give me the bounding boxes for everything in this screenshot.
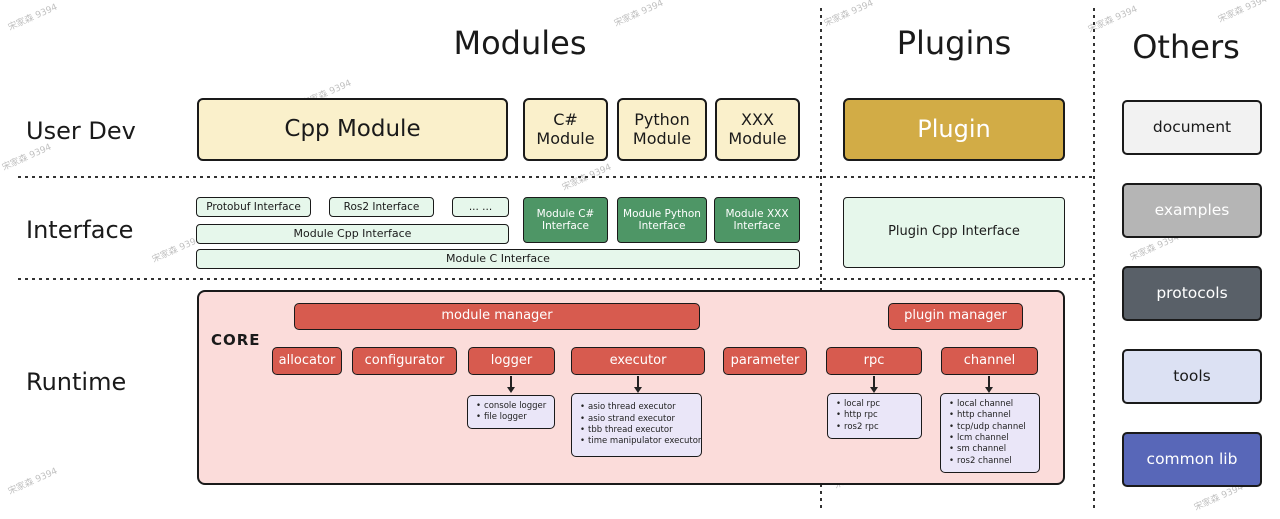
xxx-module-box: XXX Module [715,98,800,161]
executor-impl-list-box: asio thread executor asio strand executo… [571,393,702,457]
others-box-protocols: protocols [1122,266,1262,321]
divider-userdev-interface [18,176,1093,178]
module-c-interface-box: Module C Interface [196,249,800,269]
runtime-component-allocator: allocator [272,347,342,375]
watermark-text: 宋家森 9394 [6,466,60,498]
row-label-interface: Interface [26,216,134,244]
list-item: file logger [476,412,546,423]
list-item: ros2 channel [949,456,1026,467]
column-title-others: Others [1132,28,1240,66]
runtime-component-parameter: parameter [723,347,807,375]
module-xxx-interface-box: Module XXX Interface [714,197,800,243]
logger-down-arrow-icon [506,376,515,393]
row-label-user-dev: User Dev [26,117,136,145]
module-cpp-interface-box: Module Cpp Interface [196,224,509,244]
channel-impl-list-box: local channel http channel tcp/udp chann… [940,393,1040,473]
logger-impl-list: console logger file logger [468,396,550,428]
list-item: tcp/udp channel [949,422,1026,433]
column-title-plugins: Plugins [896,24,1012,62]
list-item: http rpc [836,410,880,421]
channel-impl-list: local channel http channel tcp/udp chann… [941,394,1030,472]
list-item: asio thread executor [580,402,701,413]
list-item: asio strand executor [580,414,701,425]
csharp-module-box: C# Module [523,98,608,161]
runtime-component-rpc: rpc [826,347,922,375]
cpp-module-box: Cpp Module [197,98,508,161]
rpc-down-arrow-icon [869,376,878,393]
plugin-box: Plugin [843,98,1065,161]
others-box-tools: tools [1122,349,1262,404]
list-item: console logger [476,401,546,412]
watermark-text: 宋家森 9394 [1216,0,1270,26]
list-item: local rpc [836,399,880,410]
core-label: CORE [211,331,261,349]
divider-plugins-others [1093,8,1095,511]
runtime-component-executor: executor [571,347,705,375]
list-item: ros2 rpc [836,422,880,433]
list-item: lcm channel [949,433,1026,444]
executor-impl-list: asio thread executor asio strand executo… [572,394,705,456]
divider-interface-runtime [18,278,1093,280]
module-manager-bar: module manager [294,303,700,330]
list-item: http channel [949,410,1026,421]
rpc-impl-list: local rpc http rpc ros2 rpc [828,394,884,438]
list-item: tbb thread executor [580,425,701,436]
logger-impl-list-box: console logger file logger [467,395,555,429]
plugin-cpp-interface-box: Plugin Cpp Interface [843,197,1065,268]
runtime-component-channel: channel [941,347,1038,375]
divider-modules-plugins [820,8,822,511]
others-box-common-lib: common lib [1122,432,1262,487]
others-box-document: document [1122,100,1262,155]
watermark-text: 宋家森 9394 [6,2,60,34]
python-module-box: Python Module [617,98,707,161]
row-label-runtime: Runtime [26,368,127,396]
ellipsis-interface-box: ... ... [452,197,509,217]
channel-down-arrow-icon [984,376,993,393]
runtime-component-configurator: configurator [352,347,457,375]
list-item: sm channel [949,444,1026,455]
plugin-manager-bar: plugin manager [888,303,1023,330]
protobuf-interface-box: Protobuf Interface [196,197,311,217]
rpc-impl-list-box: local rpc http rpc ros2 rpc [827,393,922,439]
ros2-interface-box: Ros2 Interface [329,197,434,217]
list-item: local channel [949,399,1026,410]
module-python-interface-box: Module Python Interface [617,197,707,243]
runtime-component-logger: logger [468,347,555,375]
list-item: time manipulator executor [580,436,701,447]
others-box-examples: examples [1122,183,1262,238]
executor-down-arrow-icon [633,376,642,393]
module-csharp-interface-box: Module C# Interface [523,197,608,243]
column-title-modules: Modules [453,24,587,62]
